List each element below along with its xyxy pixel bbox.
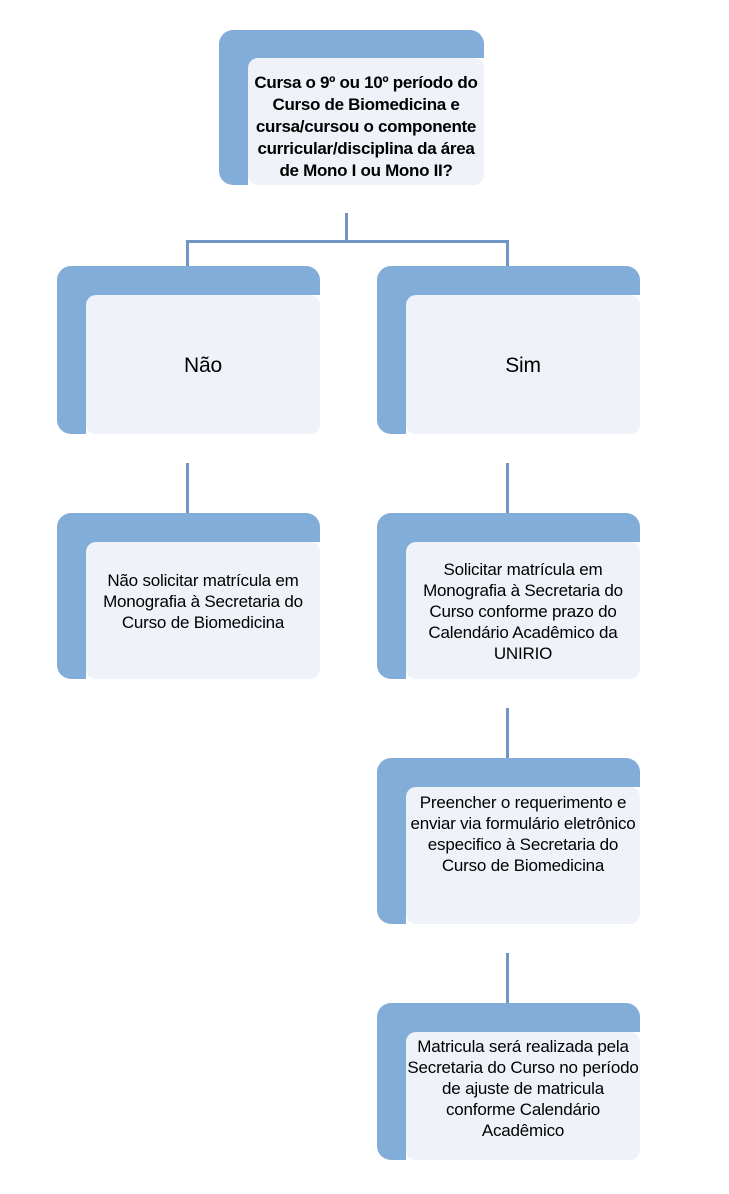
connector-yes-to-request: [506, 433, 509, 520]
node-fill: [86, 542, 320, 679]
node-label: Sim: [505, 354, 541, 377]
connector-no-to-no-request: [186, 433, 189, 520]
node-fill: [86, 295, 320, 434]
node-step-form[interactable]: Preencher o requerimento e enviar via fo…: [377, 758, 669, 953]
connector-split-bar: [186, 240, 509, 243]
node-label: Matricula será realizada pela Secretaria…: [407, 1037, 639, 1141]
node-step-no-request[interactable]: Não solicitar matrícula em Monografia à …: [57, 513, 349, 708]
node-fill: [248, 58, 484, 185]
node-step-request[interactable]: Solicitar matrícula em Monografia à Secr…: [377, 513, 669, 708]
node-label: Solicitar matrícula em Monografia à Secr…: [423, 560, 623, 664]
node-step-enrollment[interactable]: Matricula será realizada pela Secretaria…: [377, 1003, 669, 1189]
node-label: Preencher o requerimento e enviar via fo…: [410, 793, 636, 876]
node-fill: [406, 295, 640, 434]
connector-request-to-form: [506, 678, 509, 764]
node-branch-no[interactable]: Não: [57, 266, 349, 463]
node-fill: [406, 787, 640, 924]
connector-split-right-drop: [506, 240, 509, 270]
node-label: Não solicitar matrícula em Monografia à …: [103, 571, 303, 633]
connector-split-left-drop: [186, 240, 189, 270]
node-fill: [406, 542, 640, 679]
node-fill: [406, 1032, 640, 1160]
node-label: Não: [184, 354, 222, 377]
connector-form-to-enrollment: [506, 923, 509, 1009]
node-decision[interactable]: Cursa o 9º ou 10º período do Curso de Bi…: [219, 30, 513, 213]
node-label: Cursa o 9º ou 10º período do Curso de Bi…: [254, 73, 478, 181]
node-branch-yes[interactable]: Sim: [377, 266, 669, 463]
